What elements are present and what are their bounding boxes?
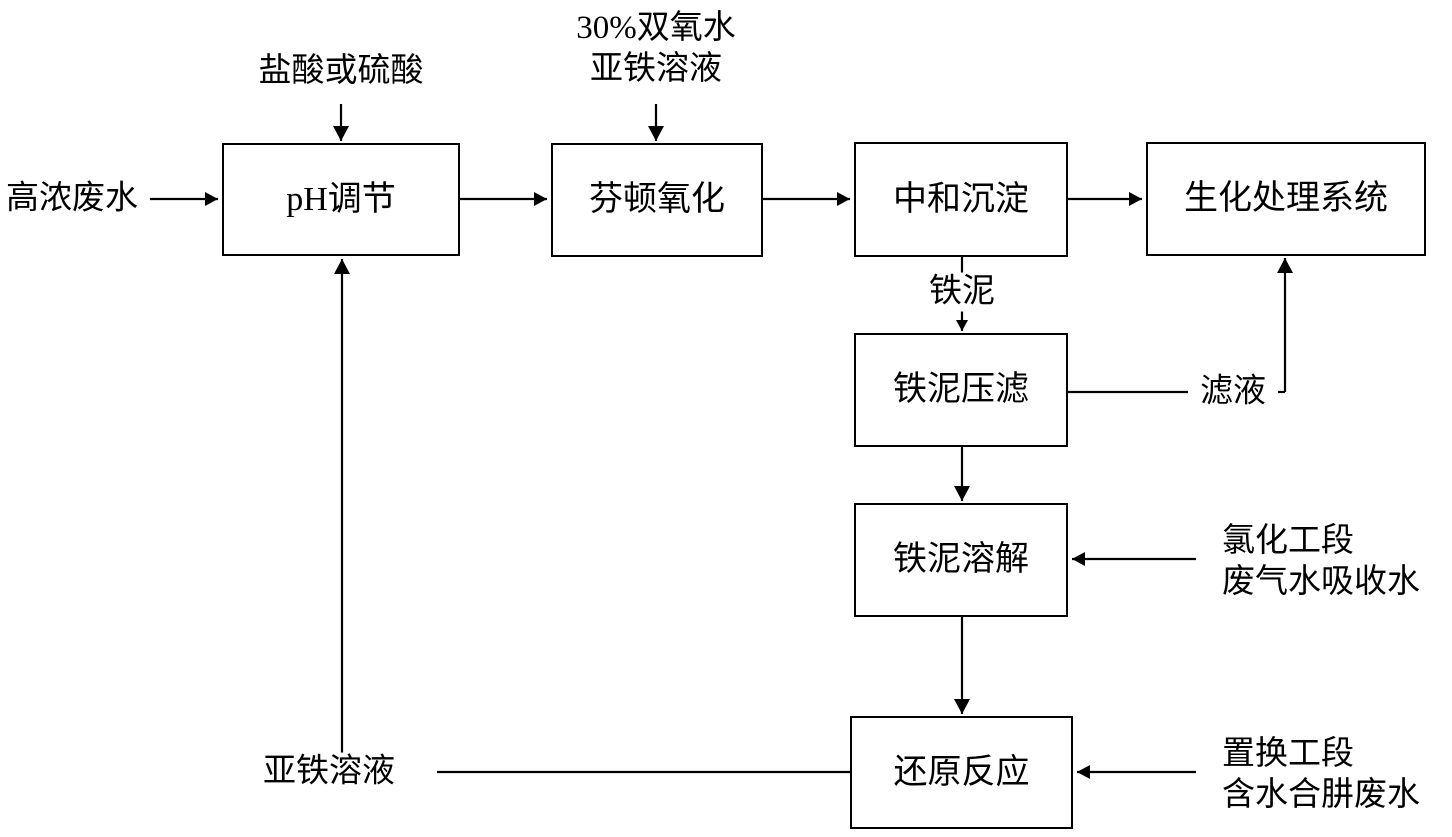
- label-iron-sludge: 铁泥: [929, 272, 995, 312]
- label-ferrous-solution: 亚铁溶液: [263, 752, 395, 792]
- node-fenton-oxidation[interactable]: 芬顿氧化: [551, 143, 763, 257]
- label-chlorination-line1: 氯化工段: [1222, 523, 1354, 559]
- node-neutralize-precipitate-label: 中和沉淀: [893, 180, 1029, 218]
- node-sludge-filter-press-label: 铁泥压滤: [893, 371, 1029, 409]
- node-ph-adjust-label: pH调节: [286, 180, 396, 218]
- node-sludge-filter-press[interactable]: 铁泥压滤: [854, 333, 1068, 447]
- node-biochemical-system-label: 生化处理系统: [1184, 180, 1388, 218]
- label-peroxide-line1: 30%双氧水: [576, 10, 736, 46]
- label-displacement-line1: 置换工段: [1222, 736, 1354, 772]
- node-biochemical-system[interactable]: 生化处理系统: [1146, 142, 1426, 256]
- label-influent: 高浓废水: [6, 179, 138, 219]
- label-filtrate: 滤液: [1200, 372, 1266, 412]
- node-ph-adjust[interactable]: pH调节: [222, 143, 460, 256]
- label-displacement-line2: 含水合肼废水: [1222, 777, 1420, 814]
- label-chlorination-line2: 废气水吸收水: [1222, 564, 1420, 601]
- label-displacement-feed: 置换工段 含水合肼废水: [1222, 734, 1420, 817]
- node-neutralize-precipitate[interactable]: 中和沉淀: [854, 142, 1068, 257]
- node-fenton-oxidation-label: 芬顿氧化: [589, 181, 725, 219]
- node-sludge-dissolve-label: 铁泥溶解: [893, 541, 1029, 579]
- node-reduction-reaction-label: 还原反应: [893, 753, 1030, 791]
- label-peroxide-feed: 30%双氧水 亚铁溶液: [576, 8, 736, 91]
- label-chlorination-feed: 氯化工段 废气水吸收水: [1222, 521, 1420, 604]
- node-reduction-reaction[interactable]: 还原反应: [850, 716, 1073, 829]
- node-sludge-dissolve[interactable]: 铁泥溶解: [854, 503, 1068, 617]
- label-peroxide-line2: 亚铁溶液: [590, 51, 722, 88]
- label-acid-feed: 盐酸或硫酸: [258, 52, 424, 91]
